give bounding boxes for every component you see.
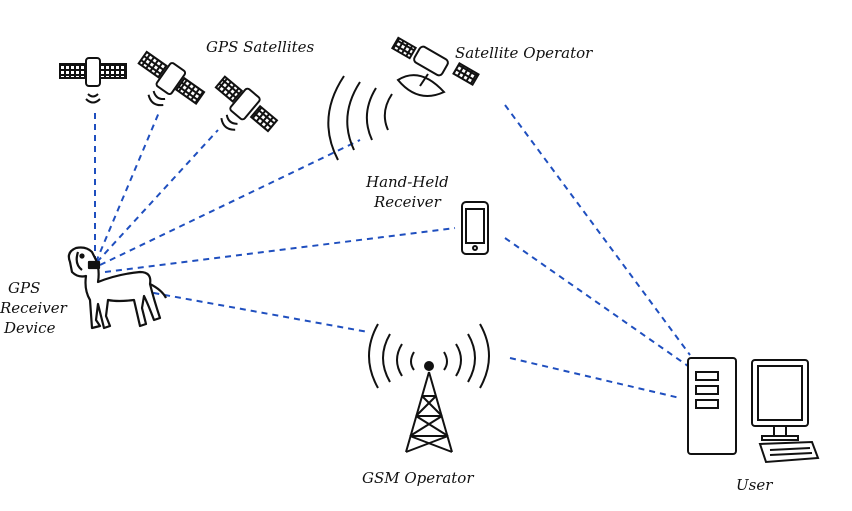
link-device-satellite-2 (95, 109, 161, 263)
radio-tower-icon (368, 323, 490, 453)
gps-device-label-line2: Receiver (0, 299, 68, 317)
link-device-satellite-3 (96, 129, 219, 263)
hand-held-label-line1: Hand-Held (365, 173, 449, 191)
satellite-icon-2 (137, 50, 206, 107)
user-label: User (736, 476, 773, 494)
link-satellite-operator-user (504, 104, 691, 356)
smartphone-icon (461, 201, 489, 255)
connection-lines (94, 104, 691, 399)
dog-icon (67, 246, 167, 330)
satellite-icon-3 (214, 75, 279, 133)
satellite-icon-1 (59, 57, 127, 104)
satellite-dish-icon (327, 36, 480, 161)
link-device-satellite-operator (99, 139, 361, 266)
satellite-operator-label: Satellite Operator (455, 44, 593, 62)
gsm-operator-label: GSM Operator (362, 469, 474, 487)
link-device-handheld (104, 227, 456, 273)
gps-device-label-line1: GPS (8, 279, 40, 297)
gps-satellites-label: GPS Satellites (206, 38, 315, 56)
desktop-computer-icon (687, 357, 820, 464)
link-gsm-user (509, 357, 681, 399)
hand-held-label-line2: Receiver (373, 193, 442, 211)
gps-device-label-line3: Device (3, 319, 56, 337)
link-handheld-user (504, 237, 689, 367)
